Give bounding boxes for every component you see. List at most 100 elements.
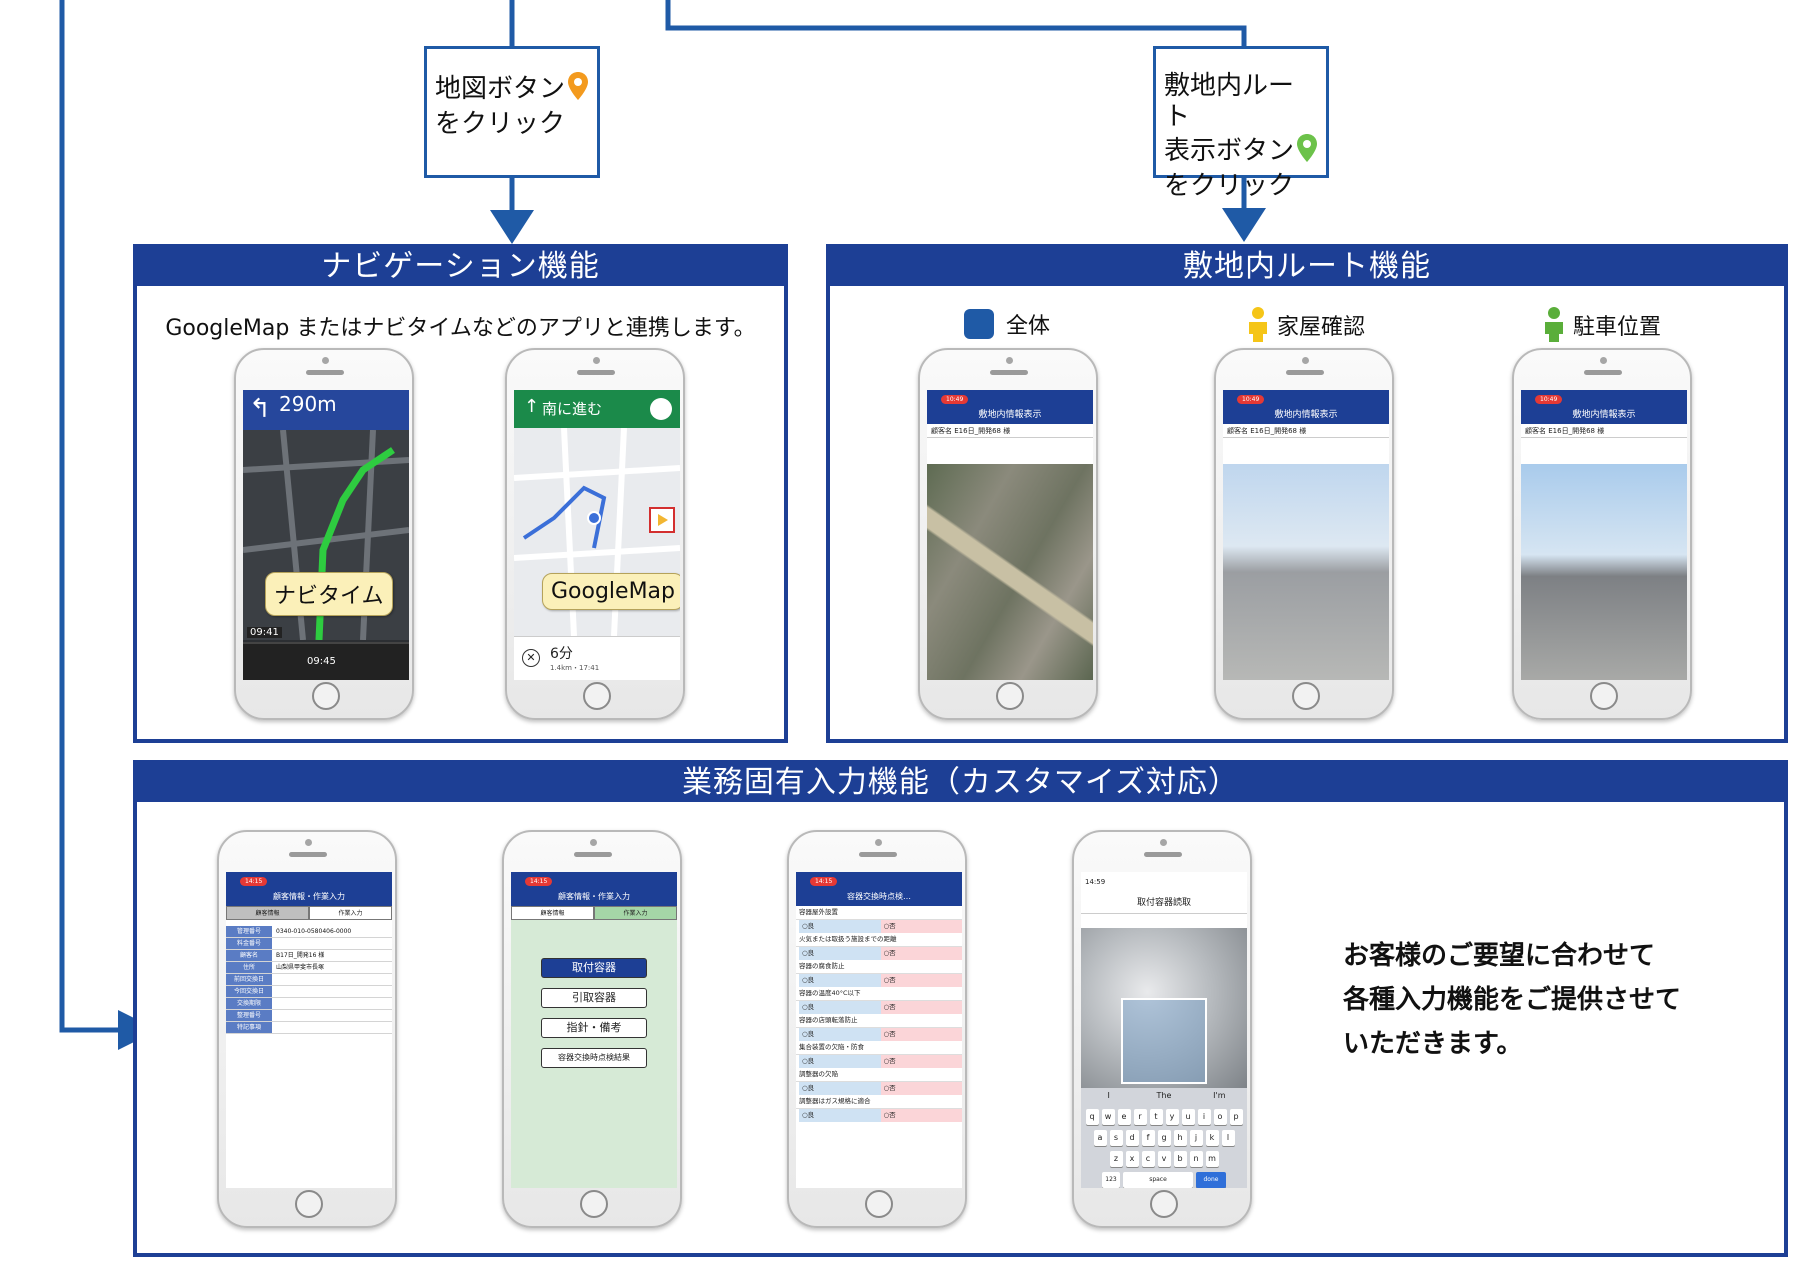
home-button [580,1190,608,1218]
form-value[interactable] [272,1022,392,1033]
keyboard-key[interactable]: b [1173,1151,1187,1167]
checklist-item: 容器の腐食防止 [796,960,962,974]
answer-ng-radio[interactable]: ○否 [880,1028,962,1041]
keyboard-key[interactable]: g [1157,1130,1171,1146]
home-button [295,1190,323,1218]
checklist-answer: ○良○否 [796,1055,962,1068]
form-value[interactable] [272,974,392,985]
menu-remove-container[interactable]: 引取容器 [541,988,647,1008]
keyboard-key[interactable]: u [1181,1109,1195,1125]
keyboard-key[interactable]: x [1125,1151,1139,1167]
answer-ok-radio[interactable]: ○良 [799,1055,881,1068]
keyboard-key[interactable]: o [1213,1109,1227,1125]
keyboard-key[interactable]: l [1221,1130,1235,1146]
keyboard-key[interactable]: k [1205,1130,1219,1146]
form-value[interactable]: 山梨県甲斐市長塚 [276,964,325,971]
keyboard-key[interactable]: h [1173,1130,1187,1146]
navigation-panel: ナビゲーション機能 GoogleMap またはナビタイムなどのアプリと連携します… [133,244,788,743]
connector-left [59,0,120,1033]
input-panel-title: 業務固有入力機能（カスタマイズ対応） [137,764,1784,802]
form-label: 住所 [226,962,272,973]
form-value[interactable]: 0340-010-0580406-0000 [276,928,352,935]
form-label: 顧客名 [226,950,272,961]
keyboard-key[interactable]: r [1133,1109,1147,1125]
keyboard-key[interactable]: t [1149,1109,1163,1125]
answer-ok-radio[interactable]: ○良 [799,947,881,960]
menu-install-container[interactable]: 取付容器 [541,958,647,978]
answer-ng-radio[interactable]: ○否 [880,947,962,960]
route-all-screen: 10:49 敷地内情報表示 顧客名 E16日_開発68 様 [927,390,1093,680]
answer-ok-radio[interactable]: ○良 [799,974,881,987]
route-parking-screen: 10:49 敷地内情報表示 顧客名 E16日_開発68 様 [1521,390,1687,680]
home-button [996,682,1024,710]
tab-work-input[interactable]: 作業入力 [309,906,392,920]
keyboard-key[interactable]: m [1205,1151,1219,1167]
home-button [1292,682,1320,710]
form-value[interactable] [272,998,392,1009]
checklist-answer: ○良○否 [796,1028,962,1041]
close-icon: ✕ [522,649,540,667]
input-panel: 業務固有入力機能（カスタマイズ対応） 14:15 顧客情報・作業入力 顧客情報 … [133,760,1788,1257]
checklist-answer: ○良○否 [796,1082,962,1095]
tab-work-input[interactable]: 作業入力 [594,906,677,920]
keyboard-key[interactable]: q [1085,1109,1099,1125]
camera-view [1081,928,1247,1088]
checklist-item: 火気または取扱う施設までの距離 [796,933,962,947]
keyboard-key[interactable]: v [1157,1151,1171,1167]
answer-ng-radio[interactable]: ○否 [880,1109,962,1122]
menu-notes[interactable]: 指針・備考 [541,1018,647,1038]
keyboard-key[interactable]: z [1109,1151,1123,1167]
answer-ng-radio[interactable]: ○否 [880,1001,962,1014]
checklist-item: 調整器の欠陥 [796,1068,962,1082]
mic-icon [650,398,672,420]
keyboard-key[interactable]: s [1109,1130,1123,1146]
answer-ok-radio[interactable]: ○良 [799,1082,881,1095]
form-value[interactable]: B17日_開発16 様 [276,952,325,959]
keyboard-key[interactable]: a [1093,1130,1107,1146]
keyboard-key[interactable]: w [1101,1109,1115,1125]
answer-ok-radio[interactable]: ○良 [799,920,881,933]
input-panel-note: お客様のご要望に合わせて 各種入力機能をご提供させて いただきます。 [1343,941,1682,1059]
checklist-item: 調整器はガス規格に適合 [796,1095,962,1109]
tab-customer-info[interactable]: 顧客情報 [226,906,309,920]
answer-ng-radio[interactable]: ○否 [880,1055,962,1068]
form-label: 料金番号 [226,938,272,949]
keyboard-key[interactable]: d [1125,1130,1139,1146]
keyboard-key[interactable]: e [1117,1109,1131,1125]
form-value[interactable] [272,938,392,949]
keyboard-key[interactable]: i [1197,1109,1211,1125]
phone-route-house: 10:49 敷地内情報表示 顧客名 E16日_開発68 様 [1214,348,1394,720]
answer-ok-radio[interactable]: ○良 [799,1028,881,1041]
checklist-item: 容器の温度40°C以下 [796,987,962,1001]
form-value[interactable] [272,1010,392,1021]
menu-inspection-result[interactable]: 容器交換時点検結果 [541,1048,647,1068]
arrowhead-map [490,210,534,244]
checklist-item: 集合装置の欠陥・防食 [796,1041,962,1055]
person-green-icon [1545,307,1563,342]
answer-ng-radio[interactable]: ○否 [880,974,962,987]
keyboard-key[interactable]: c [1141,1151,1155,1167]
keyboard-key[interactable]: j [1189,1130,1203,1146]
home-button [1590,682,1618,710]
answer-ok-radio[interactable]: ○良 [799,1001,881,1014]
form-value[interactable] [272,986,392,997]
answer-ng-radio[interactable]: ○否 [880,920,962,933]
tab-customer-info[interactable]: 顧客情報 [511,906,594,920]
form-label: 交換期限 [226,998,272,1009]
keyboard-key[interactable]: f [1141,1130,1155,1146]
route-house-screen: 10:49 敷地内情報表示 顧客名 E16日_開発68 様 [1223,390,1389,680]
home-button [865,1190,893,1218]
answer-ng-radio[interactable]: ○否 [880,1082,962,1095]
answer-ok-radio[interactable]: ○良 [799,1109,881,1122]
keyboard-key[interactable]: y [1165,1109,1179,1125]
square-icon [964,309,994,339]
form-row: 顧客名 B17日_開発16 様 [226,950,392,962]
checklist-answer: ○良○否 [796,947,962,960]
keyboard-key[interactable]: n [1189,1151,1203,1167]
keyboard-key[interactable]: p [1229,1109,1243,1125]
